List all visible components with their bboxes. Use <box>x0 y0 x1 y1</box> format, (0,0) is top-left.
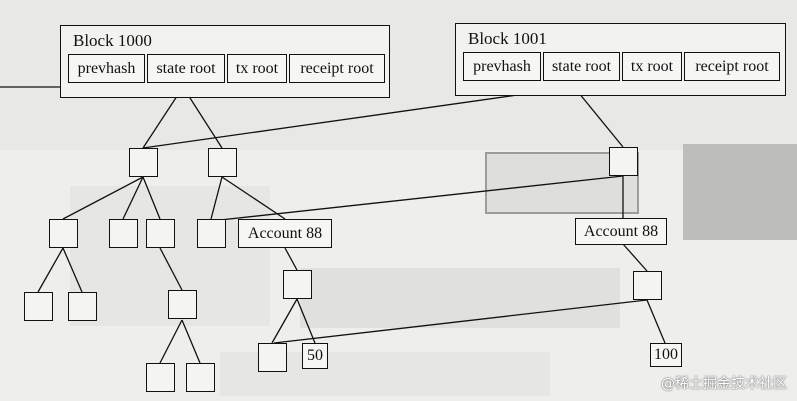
block-title: Block 1000 <box>73 31 152 50</box>
edge <box>273 299 648 344</box>
edge <box>296 298 316 344</box>
account-label: Account 88 <box>575 218 667 245</box>
edge <box>210 176 223 220</box>
edge <box>181 319 201 364</box>
edge <box>284 247 298 271</box>
block-1001: Block 1001 prevhash state root tx root r… <box>455 23 786 96</box>
edge <box>62 247 83 293</box>
state-root-field: state root <box>543 52 620 81</box>
edge <box>159 319 183 364</box>
trie-node <box>609 147 638 176</box>
state-root-field: state root <box>147 54 225 83</box>
edge <box>62 176 144 220</box>
block-1000: Block 1000 prevhash state root tx root r… <box>60 25 390 98</box>
edge <box>622 243 648 272</box>
trie-node <box>208 148 237 177</box>
block-title: Block 1001 <box>468 29 547 48</box>
receipt-root-field: receipt root <box>684 52 780 81</box>
edge <box>142 176 161 220</box>
trie-node <box>146 363 175 392</box>
edge <box>646 299 666 344</box>
edge <box>271 298 298 344</box>
trie-node <box>186 363 215 392</box>
trie-node <box>24 292 53 321</box>
background-ghost-panel <box>683 144 797 240</box>
trie-node <box>633 271 662 300</box>
account-value: 50 <box>302 343 328 369</box>
edge <box>37 247 64 293</box>
edge <box>142 86 575 149</box>
trie-node <box>258 343 287 372</box>
trie-node <box>49 219 78 248</box>
trie-node <box>68 292 97 321</box>
trie-node <box>168 290 197 319</box>
edge <box>210 175 624 222</box>
trie-node <box>283 270 312 299</box>
account-label: Account 88 <box>238 219 332 248</box>
edge <box>573 86 624 148</box>
prevhash-field: prevhash <box>68 54 145 83</box>
prevhash-field: prevhash <box>463 52 541 81</box>
edge <box>122 176 144 220</box>
receipt-root-field: receipt root <box>289 54 385 83</box>
trie-node <box>197 219 226 248</box>
trie-node <box>109 219 138 248</box>
edge <box>159 247 183 291</box>
background-ghost-table <box>300 268 620 328</box>
watermark: @稀土掘金技术社区 <box>661 376 787 392</box>
trie-node <box>129 148 158 177</box>
tx-root-field: tx root <box>622 52 682 81</box>
tx-root-field: tx root <box>227 54 287 83</box>
account-value: 100 <box>650 343 682 367</box>
edge <box>221 176 286 220</box>
trie-node <box>146 219 175 248</box>
